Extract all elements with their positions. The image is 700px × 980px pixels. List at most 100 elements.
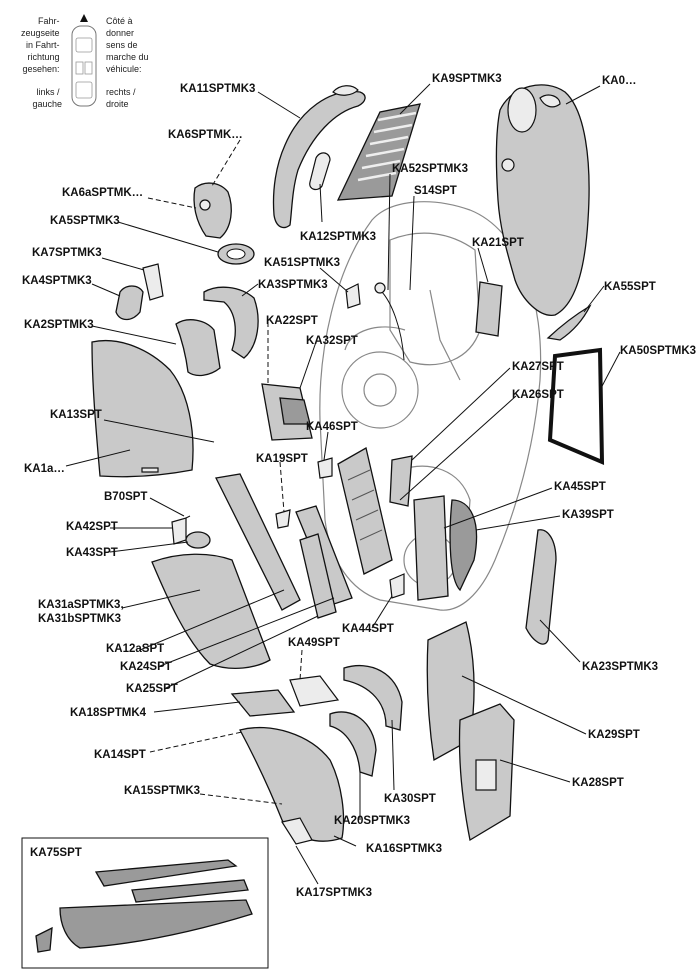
- part-ka25-beam: [299, 533, 337, 619]
- label-ka9sptmk3: KA9SPTMK3: [432, 73, 502, 85]
- part-ka7-bracket: [142, 263, 164, 301]
- label-ka50sptmk3: KA50SPTMK3: [620, 345, 696, 357]
- part-s14-rod: [377, 287, 405, 361]
- part-ka20-arch: [329, 711, 377, 777]
- label-ka30spt: KA30SPT: [384, 793, 436, 805]
- part-ka44-floor-pan: [337, 447, 393, 575]
- label-ka55spt: KA55SPT: [604, 281, 656, 293]
- orientation-right-text: Côté à donner sens de marche du véhicule…: [106, 16, 151, 109]
- label-b70spt: B70SPT: [104, 491, 147, 503]
- part-ka6-panel: [193, 182, 232, 239]
- label-ka5sptmk3: KA5SPTMK3: [50, 215, 120, 227]
- label-ka3sptmk3: KA3SPTMK3: [258, 279, 328, 291]
- label-ka17sptmk3: KA17SPTMK3: [296, 887, 372, 899]
- label-ka6sptmk: KA6SPTMK…: [168, 129, 243, 141]
- direction-arrow-icon: [80, 14, 88, 22]
- label-ka14spt: KA14SPT: [94, 749, 146, 761]
- label-ka44spt: KA44SPT: [342, 623, 394, 635]
- label-ka52sptmk3: KA52SPTMK3: [392, 163, 468, 175]
- label-ka22spt: KA22SPT: [266, 315, 318, 327]
- label-ka24spt: KA24SPT: [120, 661, 172, 673]
- label-ka31asptmk3: KA31aSPTMK3,: [38, 599, 124, 611]
- part-ka49-bracket: [289, 675, 340, 707]
- part-ka46-clip: [317, 457, 333, 479]
- label-ka27spt: KA27SPT: [512, 361, 564, 373]
- label-ka51sptmk3: KA51SPTMK3: [264, 257, 340, 269]
- part-ka12a-sill: [215, 473, 301, 611]
- label-ka2sptmk3: KA2SPTMK3: [24, 319, 94, 331]
- part-ka50-windshield-frame: [547, 347, 605, 466]
- inset-part-mid-rail: [131, 879, 249, 903]
- label-ka32spt: KA32SPT: [306, 335, 358, 347]
- part-ka5-ring: [217, 243, 255, 265]
- leader-lines: [65, 83, 621, 885]
- label-ka25spt: KA25SPT: [126, 683, 178, 695]
- label-ka20sptmk3: KA20SPTMK3: [334, 815, 410, 827]
- inset-label-ka75spt: KA75SPT: [30, 847, 82, 859]
- label-ka46spt: KA46SPT: [306, 421, 358, 433]
- part-ka2-arch: [175, 319, 221, 377]
- label-ka18sptmk4: KA18SPTMK4: [70, 707, 147, 719]
- part-ka18-panel: [230, 689, 296, 717]
- part-ka55-piece: [546, 304, 592, 341]
- part-ka17-strip: [281, 817, 313, 845]
- label-ka1a: KA1a…: [24, 463, 65, 475]
- part-ka51-clip: [345, 283, 361, 309]
- label-ka49spt: KA49SPT: [288, 637, 340, 649]
- orientation-legend: Fahr- zeugseite in Fahrt- richtung geseh…: [21, 14, 151, 109]
- part-ka43-cap: [185, 531, 211, 549]
- part-ka52-bolt: [374, 282, 386, 294]
- part-ka19-piece: [275, 509, 291, 529]
- part-ka11-headlight-ring: [332, 85, 359, 96]
- part-ka3-arch: [203, 286, 259, 359]
- label-ka13spt: KA13SPT: [50, 409, 102, 421]
- label-s14spt: S14SPT: [414, 185, 457, 197]
- part-ka31-lower-panel: [151, 553, 271, 670]
- part-ka45-rail: [413, 495, 449, 601]
- part-ka28-rear-panel: [458, 703, 515, 842]
- label-ka4sptmk3: KA4SPTMK3: [22, 275, 92, 287]
- part-ka30-arch: [343, 664, 403, 731]
- label-ka7sptmk3: KA7SPTMK3: [32, 247, 102, 259]
- part-ka9-grille: [336, 103, 421, 201]
- label-ka16sptmk3: KA16SPTMK3: [366, 843, 442, 855]
- part-ka4-panel: [115, 285, 144, 321]
- part-ka26-bracket: [389, 455, 413, 507]
- part-ka12-grille: [309, 152, 331, 191]
- label-ka6asptmk: KA6aSPTMK…: [62, 187, 143, 199]
- part-labels: KA11SPTMK3 KA9SPTMK3 KA0… KA6SPTMK… KA6a…: [22, 73, 696, 899]
- part-ka0-front-wing: [495, 84, 590, 316]
- part-ka21-box: [475, 281, 503, 337]
- label-ka23sptmk3: KA23SPTMK3: [582, 661, 658, 673]
- label-ka31bsptmk3: KA31bSPTMK3: [38, 613, 121, 625]
- label-ka28spt: KA28SPT: [572, 777, 624, 789]
- inset-part-upper-rail: [94, 859, 238, 887]
- part-ka15-rear-wing: [239, 726, 345, 842]
- part-ka6-hole: [199, 199, 211, 211]
- inset-part-sill: [59, 899, 253, 949]
- part-ka23-panel: [525, 529, 557, 645]
- label-ka12sptmk3: KA12SPTMK3: [300, 231, 376, 243]
- label-ka39spt: KA39SPT: [562, 509, 614, 521]
- part-ka44-clip: [389, 573, 405, 599]
- label-ka45spt: KA45SPT: [554, 481, 606, 493]
- label-ka26spt: KA26SPT: [512, 389, 564, 401]
- label-ka0: KA0…: [602, 75, 637, 87]
- label-ka19spt: KA19SPT: [256, 453, 308, 465]
- label-ka29spt: KA29SPT: [588, 729, 640, 741]
- orientation-left-text: Fahr- zeugseite in Fahrt- richtung geseh…: [21, 16, 62, 109]
- inset-ka75: KA75SPT: [21, 837, 269, 969]
- part-ka22-floor-frame: [261, 383, 313, 441]
- part-ka39-rail: [449, 499, 478, 592]
- label-ka12aspt: KA12aSPT: [106, 643, 164, 655]
- label-ka21spt: KA21SPT: [472, 237, 524, 249]
- label-ka11sptmk3: KA11SPTMK3: [180, 83, 255, 95]
- label-ka15sptmk3: KA15SPTMK3: [124, 785, 200, 797]
- part-ka42-bracket: [171, 517, 187, 545]
- inset-part-end-cap: [35, 926, 53, 953]
- car-top-view-icon: [71, 25, 97, 107]
- label-ka42spt: KA42SPT: [66, 521, 118, 533]
- part-ka13-rear-panel: [91, 340, 194, 478]
- label-ka43spt: KA43SPT: [66, 547, 118, 559]
